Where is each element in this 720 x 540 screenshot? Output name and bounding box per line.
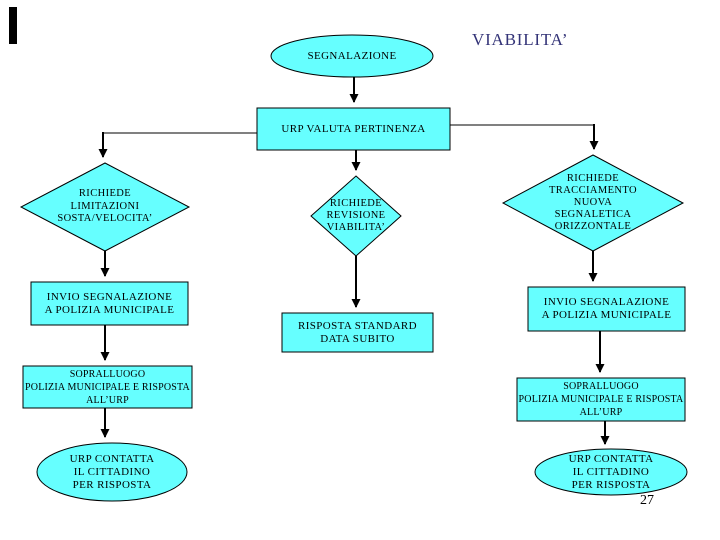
- diamond-richiede-limitazioni: [19, 162, 191, 252]
- ellipse-urp-contatta-left: [36, 442, 188, 502]
- diamond-richiede-tracciamento: [501, 154, 685, 252]
- slide-accent-bar: [9, 7, 17, 44]
- ellipse-urp-contatta-right: [534, 448, 688, 496]
- ellipse-segnalazione: [270, 34, 434, 78]
- rect-sopralluogo-left: [22, 365, 193, 409]
- page-title: VIABILITA’: [472, 30, 569, 49]
- rect-invio-segnalazione-left: [30, 281, 189, 326]
- diamond-richiede-revisione: [310, 175, 402, 257]
- rect-sopralluogo-right: [516, 377, 686, 422]
- rect-urp-valuta-pertinenza: [256, 107, 451, 151]
- rect-risposta-standard: [281, 312, 434, 353]
- rect-invio-segnalazione-right: [527, 286, 686, 332]
- page-number: 27: [640, 493, 654, 508]
